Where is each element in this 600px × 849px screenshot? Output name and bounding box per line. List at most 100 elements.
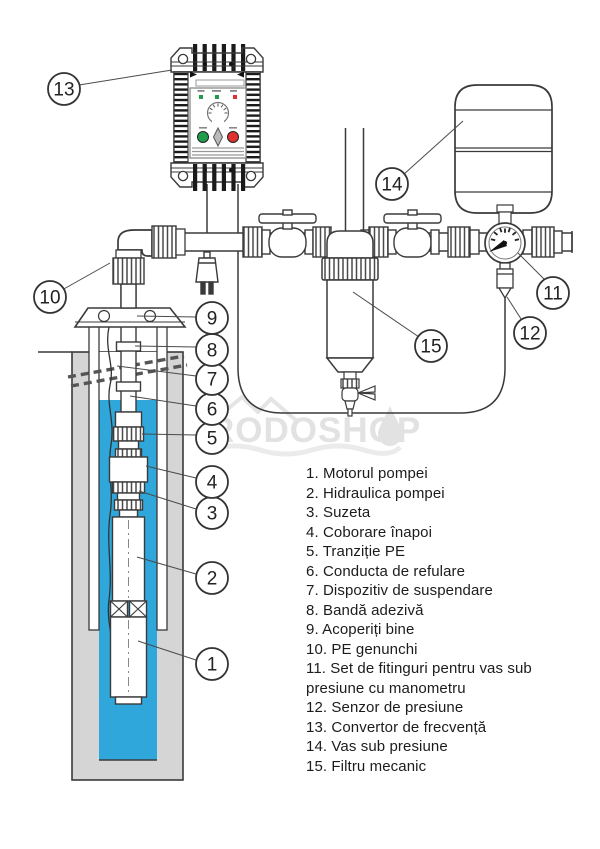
legend-item: 9. Acoperiți bine bbox=[306, 621, 415, 638]
legend-item: 3. Suzeta bbox=[306, 504, 371, 521]
filter-drain-valve bbox=[340, 371, 376, 417]
screw-hole bbox=[177, 170, 189, 182]
mount-bracket-top bbox=[170, 47, 264, 73]
led-red bbox=[233, 95, 237, 99]
led-green-1 bbox=[199, 95, 203, 99]
callout-number: 13 bbox=[53, 80, 74, 101]
callout-5: 5 bbox=[195, 421, 229, 455]
ball-valve-left bbox=[242, 209, 332, 258]
callout-7: 7 bbox=[195, 362, 229, 396]
callout-6: 6 bbox=[195, 392, 229, 426]
legend-item: 4. Coborare înapoi bbox=[306, 523, 433, 541]
callout-number: 9 bbox=[207, 309, 218, 330]
pressure-gauge bbox=[484, 222, 526, 264]
heatsink-fins-bottom bbox=[193, 164, 246, 191]
leader-lines bbox=[61, 69, 547, 661]
callouts: 1 2 3 4 5 6 7 8 9 10 11 12 13 14 15 bbox=[33, 72, 570, 681]
callout-1: 1 bbox=[195, 647, 229, 681]
callout-9: 9 bbox=[195, 301, 229, 335]
water-drop-icon bbox=[378, 406, 402, 446]
diamond-ornament bbox=[212, 126, 224, 148]
heatsink-fins-top bbox=[193, 44, 246, 71]
callout-11: 11 bbox=[536, 276, 570, 310]
callout-4: 4 bbox=[195, 465, 229, 499]
legend-item: 5. Tranziție PE bbox=[306, 543, 406, 560]
start-button[interactable] bbox=[197, 131, 209, 143]
gauge-needle bbox=[489, 240, 507, 252]
callout-number: 7 bbox=[207, 370, 218, 391]
callout-14: 14 bbox=[375, 167, 409, 201]
pe-transition bbox=[114, 411, 143, 428]
callout-number: 11 bbox=[543, 284, 563, 305]
pump-intake-screen bbox=[109, 600, 148, 618]
pe-transition-nut bbox=[112, 426, 145, 442]
legend-item: 14. Vas sub presiune bbox=[306, 738, 448, 755]
callout-number: 2 bbox=[207, 569, 218, 590]
screw-hole bbox=[245, 170, 257, 182]
callout-2: 2 bbox=[195, 561, 229, 595]
legend-item: 11. Set de fitinguri pentru vas sub pres… bbox=[306, 660, 532, 697]
legend-item: 8. Bandă adezivă bbox=[306, 601, 424, 619]
callout-number: 15 bbox=[420, 337, 441, 358]
screw-hole bbox=[177, 53, 189, 65]
plug-prong bbox=[208, 281, 214, 295]
stop-button[interactable] bbox=[227, 131, 239, 143]
callout-number: 3 bbox=[207, 504, 218, 525]
filter-bowl bbox=[326, 279, 374, 359]
plug-prong bbox=[200, 281, 206, 295]
compression-nut bbox=[112, 257, 145, 285]
callout-number: 5 bbox=[207, 429, 218, 450]
legend-item: 15. Filtru mecanic bbox=[306, 757, 427, 775]
callout-12: 12 bbox=[513, 316, 547, 350]
nipple-fitting bbox=[113, 499, 144, 511]
watermark-logo: RODOSHOP bbox=[207, 394, 420, 457]
motor-end-cap bbox=[114, 696, 143, 705]
well-borehole bbox=[38, 283, 188, 781]
legend-item: 2. Hidraulica pompei bbox=[306, 484, 445, 502]
callout-number: 4 bbox=[207, 473, 218, 494]
heatsink-rail-right bbox=[245, 71, 261, 164]
pump-string bbox=[108, 283, 149, 705]
control-panel bbox=[189, 87, 247, 159]
legend-item: 13. Convertor de frecvență bbox=[306, 718, 487, 736]
callout-number: 8 bbox=[207, 341, 218, 362]
legend-item: 1. Motorul pompei bbox=[306, 465, 428, 482]
callout-13: 13 bbox=[47, 72, 81, 106]
callout-3: 3 bbox=[195, 496, 229, 530]
callout-15: 15 bbox=[414, 329, 448, 363]
legend-item: 6. Conducta de refulare bbox=[306, 562, 466, 580]
legend-item: 10. PE genunchi bbox=[306, 640, 418, 658]
mechanical-filter bbox=[321, 230, 379, 417]
callout-number: 12 bbox=[519, 324, 540, 345]
adhesive-band-clamp bbox=[115, 381, 142, 392]
frequency-converter bbox=[170, 44, 264, 191]
pressure-sensor bbox=[496, 262, 514, 300]
callout-number: 6 bbox=[207, 400, 218, 421]
pressure-vessel bbox=[454, 84, 553, 237]
filter-collar bbox=[321, 257, 379, 281]
check-valve-body bbox=[108, 456, 149, 483]
led-green-2 bbox=[215, 95, 219, 99]
callout-10: 10 bbox=[33, 280, 67, 314]
tank-flange bbox=[496, 204, 514, 213]
callout-number: 10 bbox=[39, 288, 60, 309]
heatsink-rail-left bbox=[173, 71, 189, 164]
power-plug bbox=[195, 251, 219, 295]
callout-number: 1 bbox=[207, 655, 218, 676]
callout-8: 8 bbox=[195, 333, 229, 367]
callout-number: 14 bbox=[381, 175, 403, 196]
outlet-riser-pipe bbox=[344, 128, 365, 236]
legend-item: 12. Senzor de presiune bbox=[306, 699, 464, 716]
pump-motor bbox=[109, 616, 148, 698]
compression-nut bbox=[151, 225, 177, 259]
legend-item: 7. Dispozitiv de suspendare bbox=[306, 582, 493, 599]
well-cover-plate bbox=[73, 307, 187, 328]
tank-fitting-set bbox=[447, 226, 563, 258]
motor-cable bbox=[107, 326, 113, 641]
screw-hole bbox=[245, 53, 257, 65]
sensor-cable bbox=[237, 184, 506, 414]
filter-head bbox=[326, 230, 374, 259]
pe-elbow bbox=[112, 225, 186, 285]
